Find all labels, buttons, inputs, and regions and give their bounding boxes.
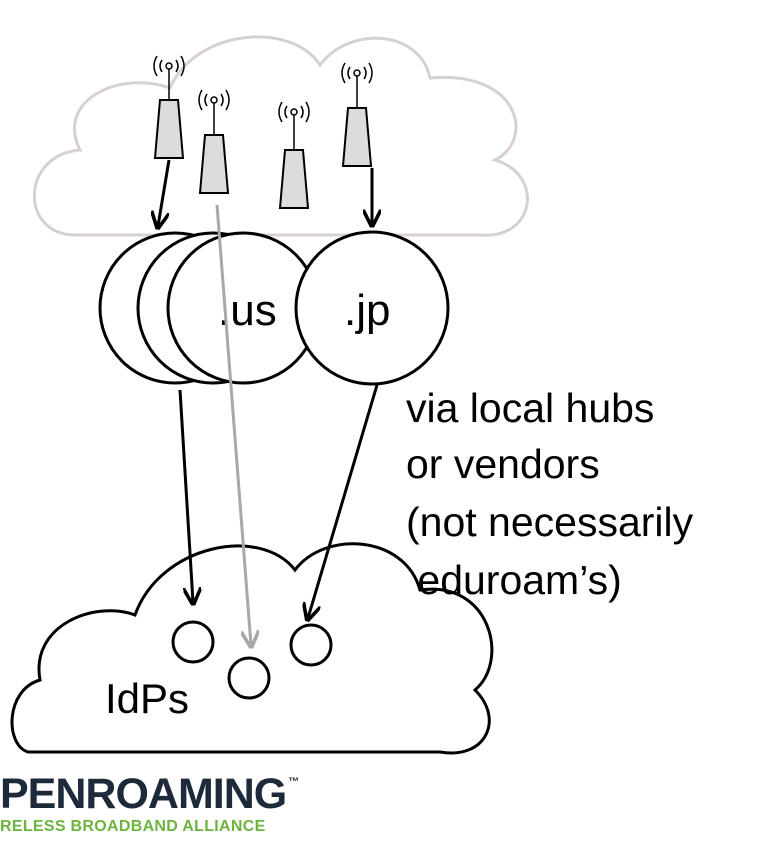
access-point-3 <box>278 101 310 209</box>
note-line-1: via local hubs <box>406 385 655 431</box>
logo-trademark: ™ <box>288 776 299 788</box>
note-line-2: or vendors <box>406 441 600 487</box>
wireless-signal-icon <box>341 62 373 108</box>
access-cloud <box>32 35 529 237</box>
note-line-4: eduroam’s) <box>406 557 622 603</box>
access-point-1 <box>153 55 185 159</box>
arrow-ap1-to-hub <box>158 159 171 226</box>
wireless-signal-icon <box>198 89 230 135</box>
wireless-signal-icon <box>278 101 310 150</box>
logo-subtitle: RELESS BROADBAND ALLIANCE <box>0 818 266 835</box>
direct-path-arrow <box>215 204 251 645</box>
hub-circle-jp <box>294 230 450 386</box>
idp-circle-3 <box>289 623 333 667</box>
idp-circle-2 <box>227 656 271 700</box>
access-point-2 <box>198 89 230 194</box>
access-point-4 <box>341 62 373 167</box>
idp-label: IdPs <box>105 675 189 722</box>
hub-jp-label: .jp <box>344 286 390 335</box>
logo-text: PENROAMING <box>0 770 287 818</box>
arrow-hub-to-idp <box>178 389 193 602</box>
arrow-jp-to-idp <box>308 384 379 618</box>
idp-circle-1 <box>171 620 215 664</box>
note-line-3: (not necessarily <box>406 499 694 545</box>
wireless-signal-icon <box>153 55 185 100</box>
